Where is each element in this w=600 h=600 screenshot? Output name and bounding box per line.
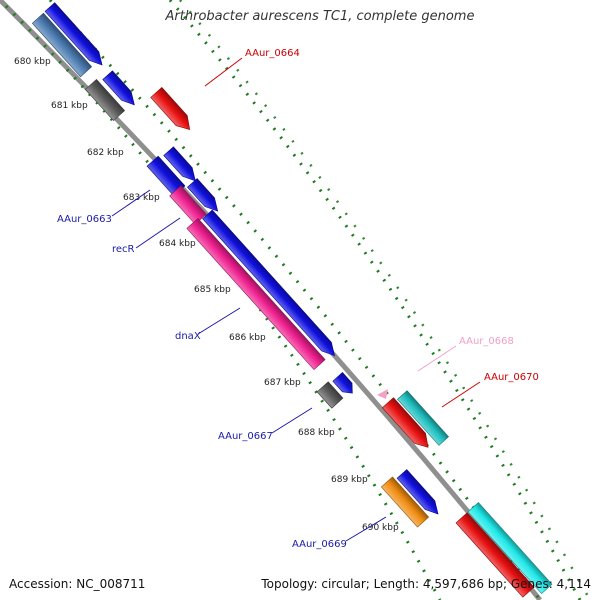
gene-teal[interactable] bbox=[397, 390, 449, 446]
tick-label: 687 kbp bbox=[264, 378, 301, 388]
gene-AAur_0668[interactable] bbox=[377, 389, 388, 399]
gene-AAur_0663[interactable] bbox=[146, 155, 186, 197]
accession-text: Accession: NC_008711 bbox=[9, 577, 146, 591]
tick-label: 680 kbp bbox=[14, 57, 51, 67]
gene-blue[interactable] bbox=[187, 178, 222, 216]
gene-label-dnaX[interactable]: dnaX bbox=[175, 331, 201, 342]
tick-guide-line bbox=[179, 0, 592, 600]
label-leader-line bbox=[271, 407, 313, 434]
tick-label: 682 kbp bbox=[87, 148, 124, 158]
gene-AAur_0670[interactable] bbox=[381, 397, 433, 453]
gene-AAur_0664[interactable] bbox=[150, 86, 196, 134]
gene-AAur_0667[interactable] bbox=[316, 381, 344, 409]
gene-label-AAur_0669[interactable]: AAur_0669 bbox=[292, 539, 347, 550]
gene-label-AAur_0664[interactable]: AAur_0664 bbox=[245, 48, 300, 59]
gene-dnaX[interactable] bbox=[186, 217, 326, 371]
genome-title: Arthrobacter aurescens TC1, complete gen… bbox=[165, 9, 475, 24]
label-leader-line bbox=[111, 189, 151, 217]
labels-layer: AAur_0664AAur_0663recRdnaXAAur_0667AAur_… bbox=[57, 48, 539, 550]
gene-cyan[interactable] bbox=[467, 502, 553, 594]
tick-label: 690 kbp bbox=[362, 523, 399, 533]
label-leader-line bbox=[345, 516, 387, 542]
tick-guide-line bbox=[4, 4, 442, 600]
gene-AAur_0669[interactable] bbox=[380, 476, 430, 528]
label-leader-line bbox=[204, 57, 243, 87]
tick-label: 688 kbp bbox=[298, 428, 335, 438]
tick-guide-line bbox=[168, 0, 582, 600]
label-leader-line bbox=[441, 381, 481, 408]
gene-recR[interactable] bbox=[169, 185, 207, 225]
genes-layer bbox=[31, 2, 553, 598]
gene-blue[interactable] bbox=[163, 146, 200, 185]
genome-summary-text: Topology: circular; Length: 4,597,686 bp… bbox=[261, 577, 591, 591]
gene-label-AAur_0663[interactable]: AAur_0663 bbox=[57, 214, 112, 225]
gene-blue[interactable] bbox=[396, 469, 443, 519]
label-leader-line bbox=[135, 217, 181, 249]
tick-label: 689 kbp bbox=[331, 475, 368, 485]
label-leader-line bbox=[197, 307, 241, 335]
gene-blue[interactable] bbox=[332, 372, 357, 397]
tick-label: 685 kbp bbox=[194, 285, 231, 295]
gene-blue[interactable] bbox=[102, 70, 139, 109]
gene-steelblue[interactable] bbox=[31, 12, 93, 78]
tick-label: 684 kbp bbox=[159, 239, 196, 249]
gene-red[interactable] bbox=[455, 512, 535, 598]
gene-label-recR[interactable]: recR bbox=[112, 244, 135, 255]
gene-label-AAur_0668[interactable]: AAur_0668 bbox=[459, 336, 514, 347]
gene-label-AAur_0667[interactable]: AAur_0667 bbox=[218, 431, 273, 442]
gene-gray[interactable] bbox=[84, 78, 126, 122]
tick-label: 681 kbp bbox=[51, 101, 88, 111]
gene-blue[interactable] bbox=[202, 209, 340, 360]
tick-label: 683 kbp bbox=[123, 193, 160, 203]
gene-label-AAur_0670[interactable]: AAur_0670 bbox=[484, 372, 539, 383]
gene-blue[interactable] bbox=[44, 2, 107, 70]
tick-label: 686 kbp bbox=[229, 333, 266, 343]
label-leader-line bbox=[417, 345, 457, 372]
